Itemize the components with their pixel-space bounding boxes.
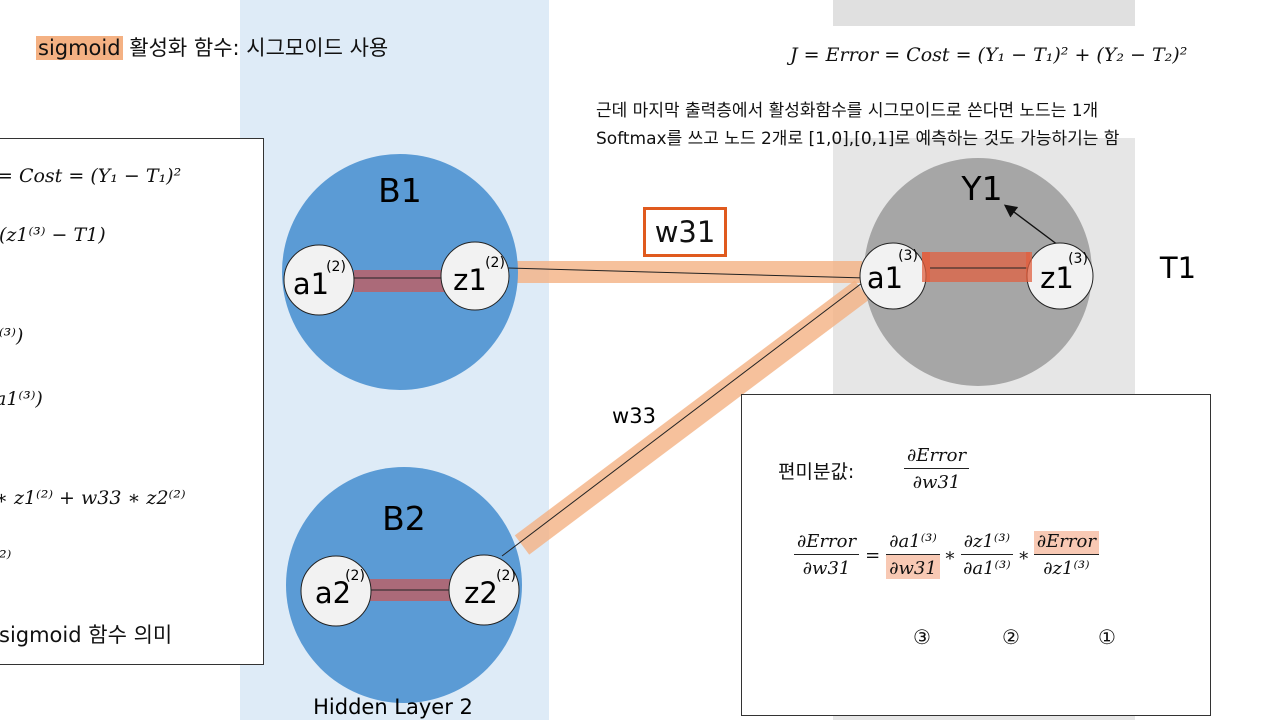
label-w31-text: w31: [654, 215, 716, 249]
title-text: 활성화 함수: 시그모이드 사용: [129, 36, 389, 60]
left-formula-panel: = Cost = (Y₁ − T₁)² (z1⁽³⁾ − T1) ⁽³⁾) a1…: [0, 138, 264, 665]
slide-title: sigmoid 활성화 함수: 시그모이드 사용: [36, 32, 388, 62]
output-arrow: [1003, 204, 1063, 249]
label-z1-3: z1: [1040, 261, 1074, 295]
label-z1-2: z1: [453, 263, 487, 297]
term-1-fraction: ∂Error∂z1⁽³⁾: [1033, 531, 1099, 579]
y1-inner-bar: [922, 252, 1030, 282]
cost-formula: J = Error = Cost = (Y₁ − T₁)² + (Y₂ − T₂…: [790, 44, 1188, 66]
left-formula-line-6: ²⁾: [0, 547, 12, 569]
b1-inner-bar: [354, 270, 446, 292]
left-formula-line-3: ⁽³⁾): [0, 325, 24, 347]
svg-text:(2): (2): [326, 259, 346, 275]
note-line-2: Softmax를 쓰고 노드 2개로 [1,0],[0,1]로 예측하는 것도 …: [596, 129, 1120, 149]
circle-3: ③: [913, 625, 931, 649]
hidden-layer-label: Hidden Layer 2: [313, 695, 473, 719]
output-layer-band-top: [833, 0, 1135, 26]
partial-label: 편미분값:: [778, 461, 855, 483]
svg-text:(3): (3): [1068, 251, 1088, 267]
label-y1: Y1: [960, 169, 1002, 208]
w31-line: [505, 267, 867, 279]
left-formula-line-5: ∗ z1⁽²⁾ + w33 ∗ z2⁽²⁾: [0, 487, 186, 509]
circle-2: ②: [1002, 625, 1020, 649]
sigmoid-meaning-label: sigmoid 함수 의미: [0, 623, 173, 647]
label-z2-2: z2: [464, 576, 498, 610]
node-a1-2: [283, 244, 355, 316]
left-formula-line-2: (z1⁽³⁾ − T1): [0, 224, 106, 246]
chain-rule-equation: ∂Error∂w31 = ∂a1⁽³⁾∂w31 ∗ ∂z1⁽³⁾∂a1⁽³⁾ ∗…: [794, 531, 1099, 579]
title-highlight: sigmoid: [36, 36, 123, 60]
svg-text:(2): (2): [485, 255, 505, 271]
label-a2-2: a2: [315, 576, 351, 610]
label-w31: w31: [643, 207, 727, 257]
label-w33: w33: [612, 404, 656, 428]
note-line-1: 근데 마지막 출력층에서 활성화함수를 시그모이드로 쓴다면 노드는 1개: [596, 101, 1099, 121]
w33-line: [501, 279, 867, 557]
term-3-fraction: ∂a1⁽³⁾∂w31: [886, 531, 940, 579]
partial-derivative-panel: 편미분값: ∂Error∂w31 ∂Error∂w31 = ∂a1⁽³⁾∂w31…: [741, 394, 1211, 716]
lhs-fraction: ∂Error∂w31: [794, 531, 860, 579]
svg-text:(2): (2): [345, 568, 365, 584]
term-2-fraction: ∂z1⁽³⁾∂a1⁽³⁾: [960, 531, 1014, 579]
left-formula-line-1: = Cost = (Y₁ − T₁)²: [0, 165, 182, 187]
left-formula-line-4: a1⁽³⁾): [0, 388, 43, 410]
label-t1: T1: [1159, 251, 1196, 285]
label-a1-3: a1: [867, 261, 903, 295]
partial-top-fraction: ∂Error∂w31: [904, 445, 970, 493]
node-z2-2: [448, 554, 520, 626]
label-b2: B2: [382, 499, 426, 538]
svg-text:(3): (3): [898, 248, 918, 264]
svg-text:(2): (2): [496, 568, 516, 584]
label-a1-2: a1: [293, 267, 329, 301]
node-z1-2: [440, 241, 510, 311]
w33-band: [514, 280, 870, 555]
label-b1: B1: [378, 171, 422, 210]
circle-1: ①: [1098, 625, 1116, 649]
node-a2-2: [300, 555, 372, 627]
